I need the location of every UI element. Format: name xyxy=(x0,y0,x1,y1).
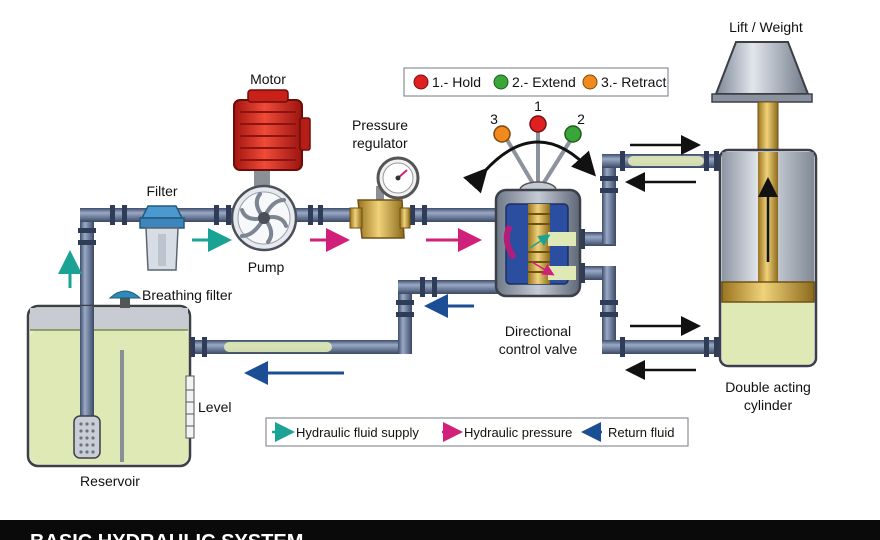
valve-lever: 1 2 3 xyxy=(463,98,597,199)
piping xyxy=(78,151,722,357)
pump-icon xyxy=(230,184,298,252)
valve-label-1: Directional xyxy=(505,323,571,339)
lever-position-3: 3 xyxy=(490,111,498,127)
cylinder-label-2: cylinder xyxy=(744,397,793,413)
level-gauge xyxy=(185,375,195,439)
motor-icon xyxy=(233,89,311,190)
strainer-icon xyxy=(73,415,101,459)
legend-pressure: Hydraulic pressure xyxy=(464,425,572,440)
pressure-regulator-label-1: Pressure xyxy=(352,117,408,133)
legend-retract: 3.- Retract xyxy=(601,74,666,90)
lift-weight-icon xyxy=(711,41,813,103)
lever-position-1: 1 xyxy=(534,98,542,114)
legend-hold: 1.- Hold xyxy=(432,74,481,90)
lever-knob-retract[interactable] xyxy=(493,125,511,143)
filter-icon xyxy=(139,205,185,271)
valve-position-legend: 1.- Hold 2.- Extend 3.- Retract xyxy=(403,67,669,97)
hold-dot-icon xyxy=(413,74,429,90)
lever-knob-extend[interactable] xyxy=(564,125,582,143)
cylinder-label-1: Double acting xyxy=(725,379,811,395)
lever-knob-hold[interactable] xyxy=(529,115,547,133)
retract-dot-icon xyxy=(582,74,598,90)
pressure-regulator-label-2: regulator xyxy=(352,135,408,151)
legend-supply: Hydraulic fluid supply xyxy=(296,425,419,440)
legend-return: Return fluid xyxy=(608,425,674,440)
reservoir-label: Reservoir xyxy=(80,473,140,489)
breathing-filter-label: Breathing filter xyxy=(142,287,233,303)
flow-arrows xyxy=(58,135,701,385)
footer-bar: BASIC HYDRAULIC SYSTEM xyxy=(0,520,880,540)
legend-extend: 2.- Extend xyxy=(512,74,576,90)
motor-label: Motor xyxy=(250,71,286,87)
valve-label-2: control valve xyxy=(499,341,578,357)
footer-title: BASIC HYDRAULIC SYSTEM xyxy=(30,531,303,540)
directional-control-valve: 1 2 3 xyxy=(463,98,597,298)
extend-dot-icon xyxy=(493,74,509,90)
reservoir xyxy=(26,290,195,468)
component-labels: Motor Pressure regulator Filter Pump Bre… xyxy=(80,19,811,489)
pressure-regulator-icon xyxy=(349,156,420,239)
double-acting-cylinder xyxy=(711,41,818,368)
level-label: Level xyxy=(198,399,231,415)
breathing-filter-icon xyxy=(108,290,142,308)
filter-label: Filter xyxy=(146,183,177,199)
lift-weight-label: Lift / Weight xyxy=(729,19,803,35)
fluid-legend: Hydraulic fluid supply Hydraulic pressur… xyxy=(265,417,689,447)
pump-label: Pump xyxy=(248,259,285,275)
lever-position-2: 2 xyxy=(577,111,585,127)
